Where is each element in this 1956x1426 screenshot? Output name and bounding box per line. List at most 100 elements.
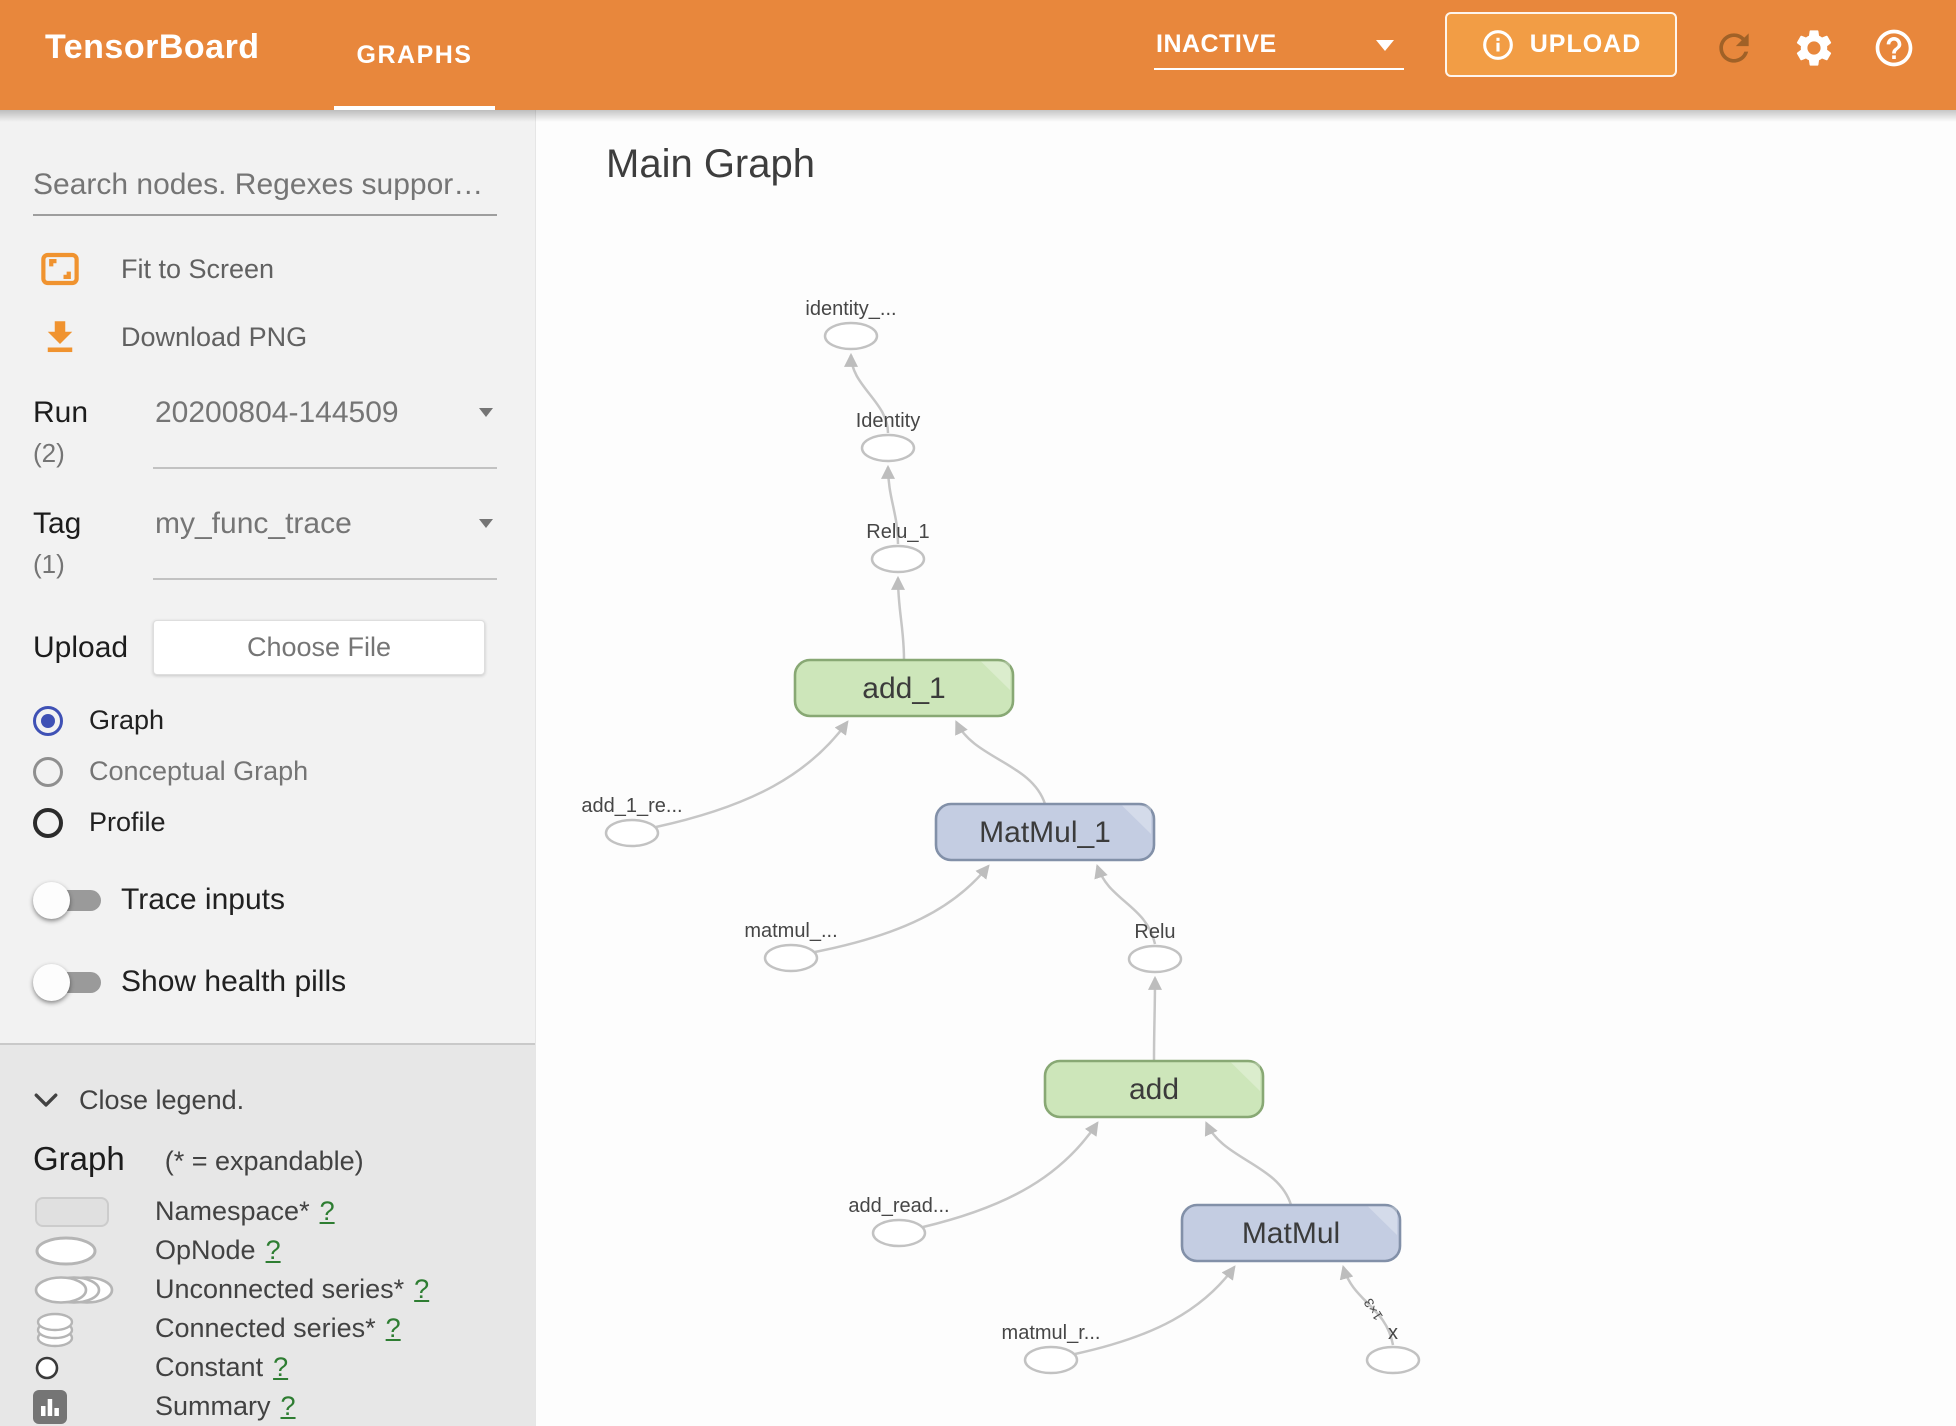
run-select[interactable]: 20200804-144509 <box>153 396 497 469</box>
close-legend-button[interactable]: Close legend. <box>33 1085 535 1116</box>
graph-node-MatMul[interactable]: MatMul <box>1180 1203 1402 1263</box>
status-dropdown[interactable]: INACTIVE <box>1154 0 1404 110</box>
trace-inputs-toggle-control <box>33 880 105 920</box>
refresh-icon <box>1719 33 1749 63</box>
trace-inputs-label: Trace inputs <box>121 883 285 916</box>
radio-conceptual-graph[interactable]: Conceptual Graph <box>33 756 535 787</box>
graph-node-add_1[interactable]: add_1 <box>793 658 1015 718</box>
legend-item-unconnected-series: Unconnected series*? <box>33 1270 535 1309</box>
tab-graphs[interactable]: GRAPHS <box>334 0 495 110</box>
graph-node-x[interactable]: x <box>1365 1322 1421 1375</box>
legend-item-namespace: Namespace*? <box>33 1192 535 1231</box>
tag-count: (1) <box>33 549 65 579</box>
node-label: add_1 <box>862 672 945 705</box>
graph-node-Relu_1[interactable]: Relu_1 <box>866 521 930 574</box>
legend-item-summary: Summary? <box>33 1387 535 1426</box>
dataflow-graph: 1×3identity_...IdentityRelu_1add_1add_1_… <box>581 298 1421 1375</box>
upload-button[interactable]: UPLOAD <box>1445 12 1677 77</box>
download-png-label: Download PNG <box>121 321 308 352</box>
help-button[interactable] <box>1872 26 1916 70</box>
download-png-button[interactable]: Download PNG <box>33 316 535 358</box>
graph-edge-x-to-MatMul <box>1339 1264 1395 1346</box>
legend-help-link[interactable]: ? <box>414 1274 430 1304</box>
app-header: TensorBoard GRAPHS INACTIVE UPLOAD <box>0 0 1956 110</box>
close-legend-label: Close legend. <box>79 1085 245 1115</box>
legend-expandable-note: (* = expandable) <box>164 1146 364 1176</box>
graph-edge-add-to-Relu <box>1147 975 1162 1062</box>
node-label: Identity <box>856 410 920 432</box>
graph-edge-Identity-to-identity_out <box>844 352 890 434</box>
node-label: Relu_1 <box>866 521 929 543</box>
graph-node-add[interactable]: add <box>1043 1059 1265 1119</box>
trace-inputs-toggle[interactable]: Trace inputs <box>33 880 535 920</box>
graph-node-add_1_re[interactable]: add_1_re... <box>581 795 683 848</box>
run-field: Run (2) 20200804-144509 <box>33 396 535 469</box>
page-title: Main Graph <box>606 142 815 186</box>
fit-to-screen-label: Fit to Screen <box>121 253 275 284</box>
sidebar-controls: Fit to Screen Download PNG Run (2) 20200… <box>0 110 535 1082</box>
graph-edge-Relu_1-to-Identity <box>881 464 900 545</box>
legend-help-link[interactable]: ? <box>319 1196 335 1226</box>
node-label: add_1_re... <box>581 795 682 817</box>
graph-edge-add_1-to-Relu_1 <box>891 575 906 661</box>
app-title: TensorBoard <box>45 28 260 66</box>
tag-select-value: my_func_trace <box>155 507 352 540</box>
show-health-pills-toggle[interactable]: Show health pills <box>33 962 535 1002</box>
radio-graph[interactable]: Graph <box>33 705 535 736</box>
legend-help-link[interactable]: ? <box>280 1391 296 1421</box>
legend-item-label: Unconnected series* <box>155 1274 405 1304</box>
node-label: add <box>1129 1073 1179 1106</box>
upload-button-label: UPLOAD <box>1529 30 1642 58</box>
radio-graph-label: Graph <box>89 705 165 735</box>
graph-node-matmul_[interactable]: matmul_... <box>744 920 838 973</box>
constant-icon <box>33 1354 155 1382</box>
chevron-down-icon <box>1376 40 1394 51</box>
tag-select[interactable]: my_func_trace <box>153 507 497 580</box>
chevron-down-icon <box>479 519 493 528</box>
tab-graphs-label: GRAPHS <box>356 40 473 69</box>
node-label: identity_... <box>805 298 896 320</box>
tag-field: Tag (1) my_func_trace <box>33 507 535 580</box>
info-icon <box>1482 29 1513 60</box>
graph-node-Relu[interactable]: Relu <box>1127 921 1183 974</box>
fit-to-screen-button[interactable]: Fit to Screen <box>33 248 535 290</box>
connected-series-icon <box>33 1310 155 1348</box>
graph-node-matmul_r[interactable]: matmul_r... <box>1002 1322 1101 1375</box>
legend-heading: Graph <box>33 1140 125 1177</box>
legend-help-link[interactable]: ? <box>265 1235 281 1265</box>
sidebar: Fit to Screen Download PNG Run (2) 20200… <box>0 110 535 1426</box>
legend-help-link[interactable]: ? <box>273 1352 289 1382</box>
choose-file-button[interactable]: Choose File <box>153 620 485 675</box>
download-icon <box>47 321 73 353</box>
upload-field-label: Upload <box>33 630 129 664</box>
settings-button[interactable] <box>1792 26 1836 70</box>
search-input[interactable] <box>33 162 497 216</box>
radio-profile[interactable]: Profile <box>33 807 535 838</box>
node-label: add_read... <box>848 1195 949 1217</box>
legend-item-label: Constant <box>155 1352 264 1382</box>
legend-item-label: OpNode <box>155 1235 256 1265</box>
run-label: Run <box>33 396 89 429</box>
refresh-button[interactable] <box>1712 26 1756 70</box>
graph-node-identity_out[interactable]: identity_... <box>805 298 897 351</box>
graph-node-MatMul_1[interactable]: MatMul_1 <box>934 802 1156 862</box>
graph-edge-MatMul_1-to-add_1 <box>955 720 1047 805</box>
graph-edge-matmul_-to-MatMul_1 <box>814 864 990 954</box>
unconnected-series-icon <box>33 1274 155 1306</box>
run-count: (2) <box>33 438 65 468</box>
legend-help-link[interactable]: ? <box>385 1313 401 1343</box>
node-label: matmul_r... <box>1002 1322 1101 1344</box>
node-label: x <box>1388 1322 1398 1344</box>
status-dropdown-value: INACTIVE <box>1156 30 1277 58</box>
legend-items: Namespace*?OpNode?Unconnected series*?Co… <box>33 1192 535 1426</box>
summary-icon <box>33 1389 155 1424</box>
tag-label: Tag <box>33 507 82 540</box>
show-health-pills-toggle-control <box>33 962 105 1002</box>
graph-node-add_read[interactable]: add_read... <box>848 1195 950 1248</box>
upload-field: Upload Choose File <box>33 620 535 675</box>
node-label: MatMul_1 <box>979 816 1111 849</box>
legend-item-label: Connected series* <box>155 1313 376 1343</box>
graph-node-Identity[interactable]: Identity <box>856 410 920 463</box>
graph-type-options: Graph Conceptual Graph Profile <box>33 705 535 838</box>
